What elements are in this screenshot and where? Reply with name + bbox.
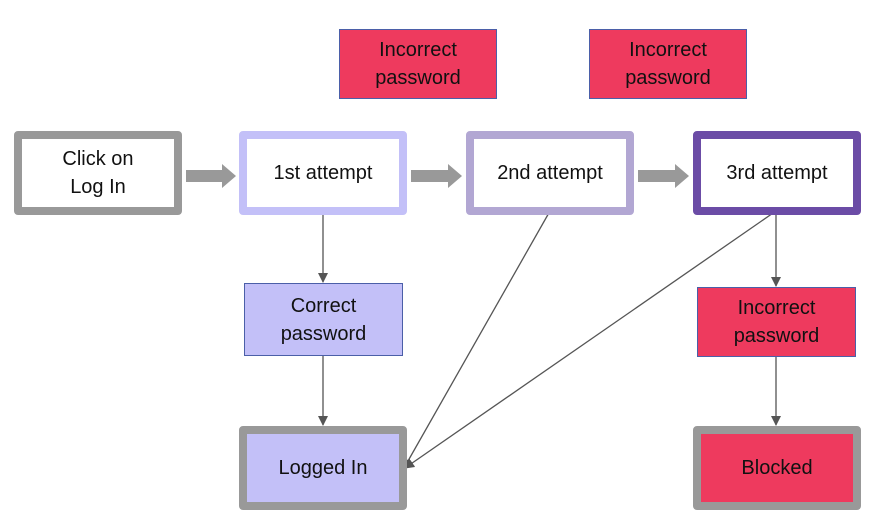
click-on-login-node: Click on Log In [14, 131, 182, 215]
correct-password-label: Correct password [280, 294, 367, 345]
click-on-login-label: Click on Log In [62, 148, 134, 198]
third-attempt-label: 3rd attempt [726, 162, 828, 184]
edge-click-to-attempt-1 [186, 164, 236, 188]
edge-attempt-2-to-attempt-3 [638, 164, 689, 188]
edge-attempt-3-to-logged-in [404, 210, 777, 469]
incorrect-password-label-2: Incorrect password [625, 39, 711, 89]
incorrect-password-label-1: Incorrect password [375, 39, 461, 89]
edge-attempt-2-to-logged-in [403, 210, 551, 469]
incorrect-password-node-3: Incorrect password [697, 287, 856, 357]
second-attempt-node: 2nd attempt [466, 131, 634, 215]
correct-password-node: Correct password [244, 283, 403, 356]
incorrect-password-label-3: Incorrect password [733, 297, 820, 347]
second-attempt-label: 2nd attempt [497, 162, 603, 184]
blocked-node: Blocked [693, 426, 861, 510]
incorrect-password-node-1: Incorrect password [339, 29, 497, 99]
first-attempt-label: 1st attempt [273, 162, 373, 184]
third-attempt-node: 3rd attempt [693, 131, 861, 215]
incorrect-password-node-2: Incorrect password [589, 29, 747, 99]
logged-in-label: Logged In [278, 457, 368, 479]
edge-attempt-1-to-attempt-2 [411, 164, 462, 188]
blocked-label: Blocked [741, 457, 813, 479]
logged-in-node: Logged In [239, 426, 407, 510]
first-attempt-node: 1st attempt [239, 131, 407, 215]
